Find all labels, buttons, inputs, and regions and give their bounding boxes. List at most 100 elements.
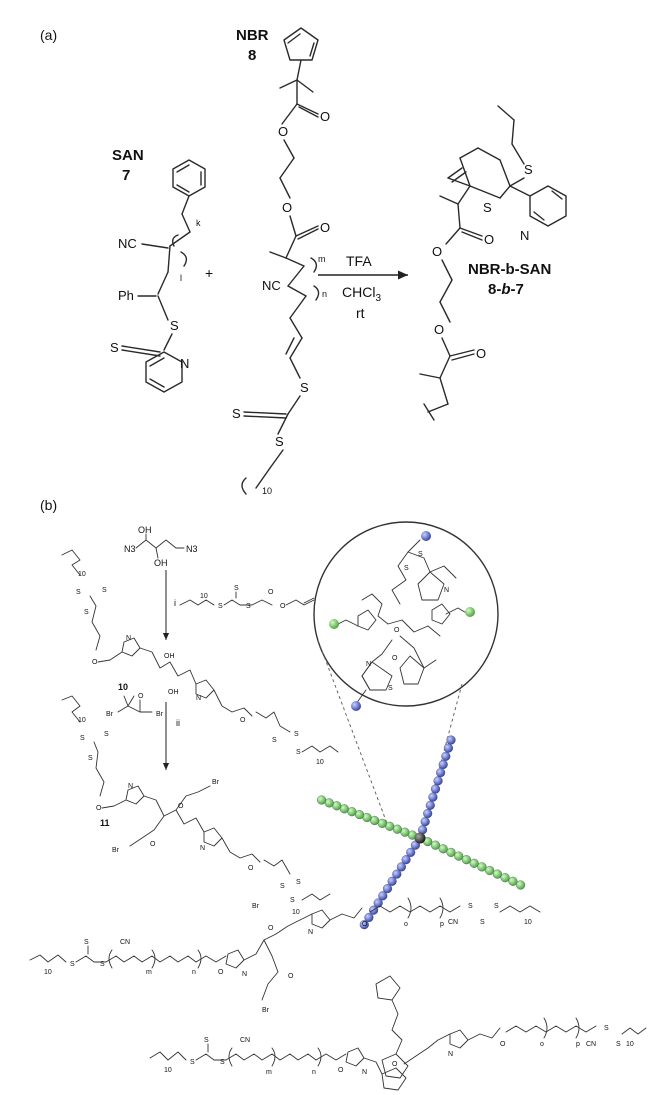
c11-n-2: N (200, 845, 205, 852)
blue-arm-top-bead (423, 808, 433, 819)
product-s-label-1: S (524, 162, 533, 177)
blue-arm-bottom-bead (382, 884, 393, 894)
compound-10: 10 S S S O N OH OH 10 N O S S S 10 (61, 549, 339, 766)
c10-n-1: N (126, 635, 131, 642)
b2-subscript-10-left: 10 (164, 1067, 172, 1074)
core-blue-bead-1 (421, 531, 431, 541)
blue-arm-top-bead (430, 784, 441, 794)
product-name: NBR-b-SAN (468, 261, 551, 278)
green-arm-right-bead (461, 855, 471, 865)
b1-o-3: O (288, 973, 294, 980)
green-arm-right-bead (477, 862, 487, 872)
green-arm-right-bead (492, 869, 502, 879)
product-structure: S S N O O (419, 105, 567, 421)
green-arm-right-bead (430, 840, 441, 850)
green-arm-left-bead (317, 795, 327, 805)
green-arm-right-bead (508, 876, 518, 886)
b2-subscript-n: n (312, 1069, 316, 1076)
c10-s-4: S (272, 737, 277, 744)
c11-s-4: S (280, 883, 285, 890)
blue-arm-bottom-bead (359, 920, 369, 930)
subscript-k: k (196, 218, 201, 228)
c11-o-3: O (150, 841, 156, 848)
bracket-ten (241, 477, 247, 495)
b1-cn-1: CN (120, 939, 130, 946)
b1-s-2: S (84, 939, 89, 946)
subscript-n: n (322, 289, 327, 299)
b1-subscript-10-right: 10 (524, 919, 532, 926)
b2-cp-ring-top (375, 975, 401, 1001)
product-pyridine-ring (529, 185, 567, 227)
c10-o-2: O (240, 717, 246, 724)
b2-subscript-m: m (266, 1069, 272, 1076)
green-arm-right-bead (485, 865, 495, 876)
blue-arm-bottom-bead (406, 847, 416, 857)
c10-triazole-1 (121, 637, 141, 657)
nbr-name: NBR (236, 27, 269, 44)
bottom-structure-bromo: 10 S S S CN m n O N Br O Br O N O (29, 897, 541, 1014)
c11-n-1: N (128, 783, 133, 790)
c10-n-2: N (196, 695, 201, 702)
step-ii-label: ii (176, 718, 180, 728)
b1-subscript-10: 10 (44, 969, 52, 976)
bracket-n (313, 285, 320, 301)
blue-arm-bottom-bead (401, 855, 411, 865)
solvent-subscript: 3 (375, 293, 381, 304)
b2-cn-2: CN (586, 1041, 596, 1048)
product-o-label-2: O (432, 244, 442, 259)
san-structure: SAN 7 k NC l Ph S (110, 147, 206, 393)
b1-s-3: S (100, 961, 105, 968)
san-pyridine-n: N (180, 356, 189, 371)
c11-s-6: S (290, 897, 295, 904)
nbr-s-label-3: S (275, 434, 284, 449)
san-s-label-2: S (110, 340, 119, 355)
solvent-chcl3: CHCl3 (342, 284, 381, 304)
core-s-2: S (404, 565, 409, 572)
green-arm-right-bead (438, 844, 448, 854)
diazide-diol: OH N3 N3 OH (124, 525, 198, 568)
nbr-cyclopentadiene (283, 27, 319, 61)
reagent-o: O (138, 693, 144, 700)
subscript-ten: 10 (262, 486, 272, 496)
panel-a: (a) SAN 7 k NC l Ph (40, 27, 567, 496)
core-mini-structure: O O S S N S N (337, 539, 469, 705)
b1-s-1: S (70, 961, 75, 968)
bromoisobutyryl-bromide: Br Br O (106, 693, 164, 718)
c11-s-3: S (88, 755, 93, 762)
c11-o-1: O (96, 805, 102, 812)
blue-arm-top-bead (420, 817, 430, 827)
subscript-l: l (180, 273, 182, 283)
magnified-core-view: O O S S N S N (313, 521, 499, 827)
temperature-rt: rt (356, 305, 365, 321)
nbr-number: 8 (248, 47, 256, 64)
blue-arm-top-bead (433, 776, 443, 786)
b2-s-4: S (604, 1025, 609, 1032)
green-arm-right-bead (454, 851, 464, 861)
b1-s-6: S (494, 903, 499, 910)
cta-s-2: S (234, 585, 239, 592)
c11-br-2: Br (112, 847, 120, 854)
green-arm-right-bead (469, 858, 479, 868)
c11-s-5: S (296, 879, 301, 886)
core-n-2: N (366, 661, 371, 668)
c11-triazole-1 (125, 785, 145, 805)
diol-oh-top: OH (138, 525, 152, 535)
nbr-o-label-3: O (282, 200, 292, 215)
nbr-o-label-2: O (278, 124, 288, 139)
b2-o-1: O (392, 1061, 398, 1068)
product-pyridine-n: N (520, 228, 529, 243)
san-pyridine-ring (145, 351, 183, 393)
b2-subscript-p: p (576, 1041, 580, 1048)
c11-s-1: S (80, 735, 85, 742)
san-s-label-1: S (170, 318, 179, 333)
product-number-italic: b (501, 281, 510, 298)
product-o-label-3: O (434, 322, 444, 337)
blue-arm-bottom-bead (396, 862, 406, 872)
bracket-m (310, 257, 318, 273)
nbr-o-label-1: O (320, 109, 330, 124)
c11-subscript-10-right: 10 (292, 909, 300, 916)
san-ph-label: Ph (118, 288, 134, 303)
reagent-tfa: TFA (346, 253, 372, 269)
b1-o-4: O (362, 921, 368, 928)
